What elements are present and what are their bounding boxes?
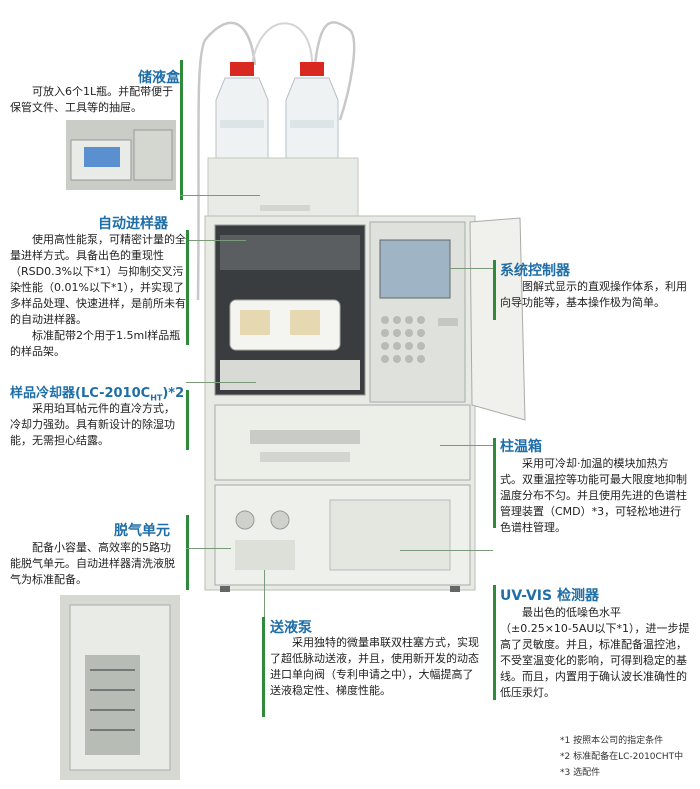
footnote-2: *2 标准配备在LC-2010CHT中: [560, 752, 684, 762]
drawer-photo: [66, 120, 176, 190]
controller-title: 系统控制器: [500, 263, 570, 279]
right-green-bar-3: [493, 585, 496, 700]
left-green-bar-1: [180, 60, 183, 200]
detector-paragraph: 最出色的低噪色水平（±0.25×10-5AU以下*1），进一步提高了灵敏度。并且…: [500, 606, 690, 699]
detector-text: 最出色的低噪色水平（±0.25×10-5AU以下*1），进一步提高了灵敏度。并且…: [500, 605, 690, 701]
open-side-door: [469, 217, 526, 421]
degasser-paragraph: 配备小容量、高效率的5路功能脱气单元。自动进样器清洗液脱气为标准配备。: [10, 541, 175, 586]
controller-text: 图解式显示的直观操作体系，利用向导功能等，基本操作极为简单。: [500, 279, 690, 311]
autosampler-title: 自动进样器: [98, 216, 168, 232]
reservoir-title: 储液盒: [138, 70, 180, 86]
footnote-1: *1 按照本公司的指定条件: [560, 736, 664, 746]
detector-title: UV-VIS 检测器: [500, 588, 599, 604]
autosampler-text: 使用高性能泵，可精密计量的全量进样方式。具备出色的重现性（RSD0.3%以下*1…: [10, 232, 186, 360]
controller-leader: [450, 268, 493, 269]
cooler-title-subscript: HT: [150, 393, 163, 403]
cooler-text: 采用珀耳帖元件的直冷方式，冷却力强劲。具有新设计的除湿功能，无需担心结露。: [10, 401, 180, 449]
controller-screen: [379, 239, 451, 299]
cooler-paragraph: 采用珀耳帖元件的直冷方式，冷却力强劲。具有新设计的除湿功能，无需担心结露。: [10, 402, 175, 447]
pump-paragraph: 采用独特的微量串联双柱塞方式，实现了超低脉动送液，并且，使用新开发的动态进口单向…: [270, 636, 479, 697]
left-green-bar-2: [186, 230, 189, 345]
oven-paragraph: 采用可冷却·加温的模块加热方式。双重温控等功能可最大限度地抑制温度分布不匀。并且…: [500, 457, 687, 534]
left-green-bar-3: [186, 390, 189, 450]
detector-leader: [400, 550, 493, 551]
cooler-leader: [186, 382, 256, 383]
solvent-tubing: [196, 21, 257, 301]
pump-title: 送液泵: [270, 620, 312, 636]
right-green-bar-1: [493, 260, 496, 320]
oven-text: 采用可冷却·加温的模块加热方式。双重温控等功能可最大限度地抑制温度分布不匀。并且…: [500, 456, 690, 536]
right-green-bar-2: [493, 438, 496, 528]
pump-leader: [264, 570, 265, 617]
oven-title: 柱温箱: [500, 439, 542, 455]
left-green-bar-4: [186, 515, 189, 590]
reservoir-paragraph: 可放入6个1L瓶。并配带便于保管文件、工具等的抽屉。: [10, 85, 174, 114]
degasser-text: 配备小容量、高效率的5路功能脱气单元。自动进样器清洗液脱气为标准配备。: [10, 540, 180, 588]
autosampler-paragraph-2: 标准配带2个用于1.5ml样品瓶的样品架。: [10, 329, 181, 358]
degasser-leader: [186, 548, 231, 549]
cooler-title-text: 样品冷却器(LC-2010C: [10, 386, 151, 401]
autosampler-leader: [186, 240, 246, 241]
oven-leader: [440, 445, 493, 446]
reservoir-text: 可放入6个1L瓶。并配带便于保管文件、工具等的抽屉。: [10, 84, 178, 116]
reservoir-leader: [180, 195, 260, 196]
hplc-instrument-illustration: [196, 21, 526, 592]
pump-text: 采用独特的微量串联双柱塞方式，实现了超低脉动送液，并且，使用新开发的动态进口单向…: [270, 635, 482, 699]
cooler-title-suffix: )*2: [162, 386, 185, 401]
autosampler-paragraph-1: 使用高性能泵，可精密计量的全量进样方式。具备出色的重现性（RSD0.3%以下*1…: [10, 233, 186, 326]
degasser-title: 脱气单元: [114, 523, 170, 539]
solvent-bottle-left: [215, 62, 269, 161]
footnote-3: *3 选配件: [560, 768, 601, 778]
cooler-title: 样品冷却器(LC-2010CHT)*2: [10, 382, 184, 403]
controller-paragraph: 图解式显示的直观操作体系，利用向导功能等，基本操作极为简单。: [500, 280, 687, 309]
solvent-bottle-right: [285, 62, 339, 161]
degasser-photo: [60, 595, 180, 780]
center-green-bar: [262, 617, 265, 717]
